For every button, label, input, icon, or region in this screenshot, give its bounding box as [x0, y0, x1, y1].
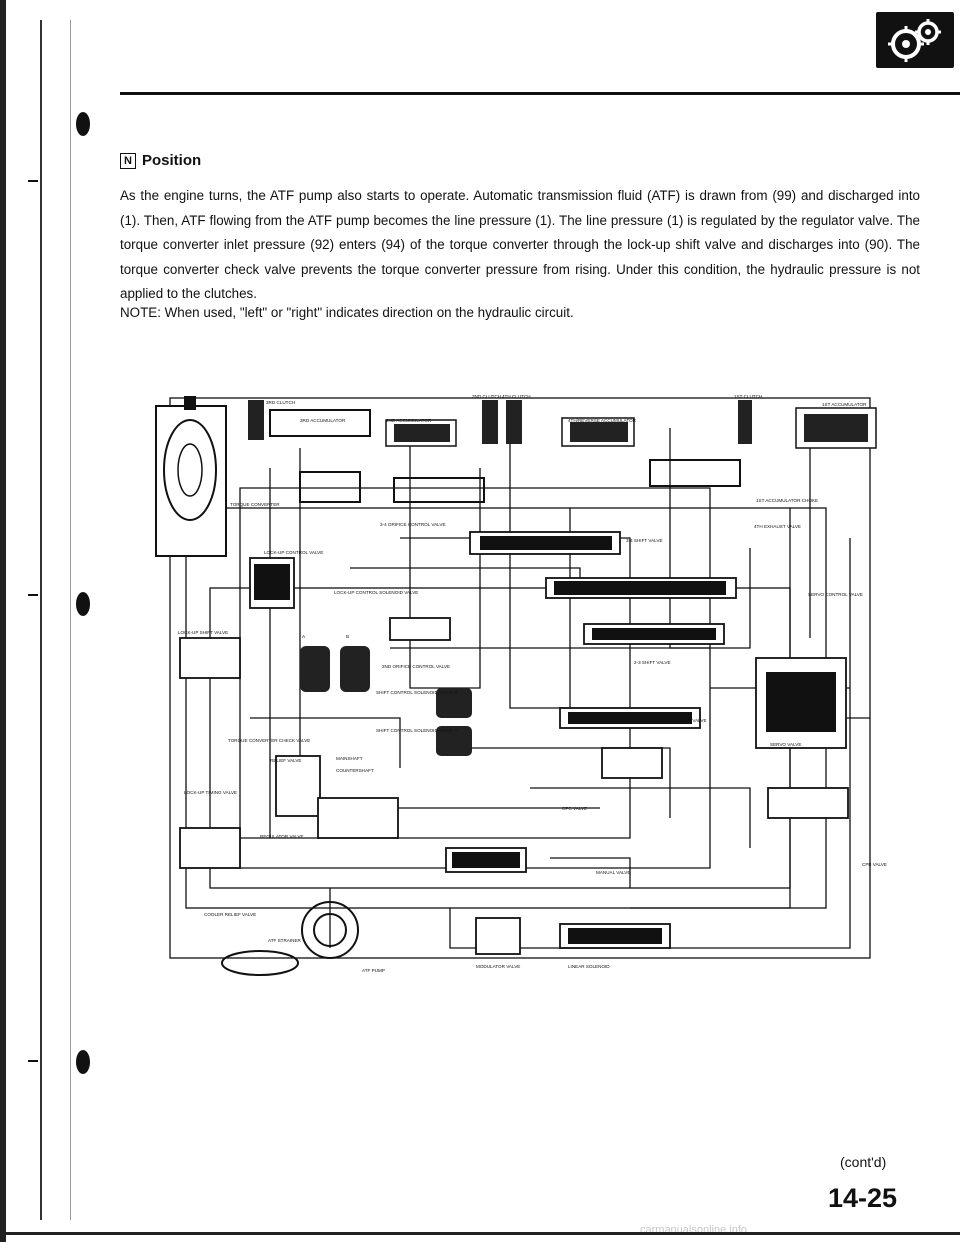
label-2nd-accumulator: 2ND ACCUMULATOR — [386, 418, 432, 423]
section-title: Position — [142, 152, 202, 169]
section-heading: N Position — [120, 152, 201, 169]
label-4th-exhaust-valve: 4TH EXHAUST VALVE — [754, 524, 801, 529]
label-1st-accumulator: 1ST ACCUMULATOR — [822, 402, 867, 407]
position-letter-box: N — [120, 152, 136, 169]
label-manual-valve: MANUAL VALVE — [596, 870, 630, 875]
label-atf-pump: ATF PUMP — [362, 968, 385, 973]
header-rule — [120, 92, 960, 95]
page-number: 14-25 — [828, 1183, 898, 1213]
bottom-rule — [0, 1232, 960, 1235]
label-3-4-shift-valve: 3-4 SHIFT VALVE — [626, 538, 663, 543]
label-lockup-control-solenoid: LOCK-UP CONTROL SOLENOID VALVE — [334, 590, 418, 595]
label-3-4-orifice-control-valve: 3-4 ORIFICE CONTROL VALVE — [380, 522, 446, 527]
margin-tick — [28, 180, 38, 182]
label-atf-strainer: ATF STRAINER — [268, 938, 302, 943]
label-countershaft: COUNTERSHAFT — [336, 768, 374, 773]
label-1st-clutch: 1ST CLUTCH — [734, 394, 762, 399]
label-servo-control-valve: SERVO CONTROL VALVE — [808, 592, 863, 597]
label-4th-reverse-accumulator: 4TH/REVERSE ACCUMULATOR — [568, 418, 637, 423]
margin-bullet — [76, 112, 90, 136]
label-torque-converter: TORQUE CONVERTER — [230, 502, 280, 507]
label-linear-solenoid: LINEAR SOLENOID — [568, 964, 610, 969]
label-mainshaft: MAINSHAFT — [336, 756, 363, 761]
label-cpb-valve: CPB VALVE — [862, 862, 887, 867]
transmission-logo-icon — [876, 12, 954, 68]
label-4th-clutch: 4TH CLUTCH — [502, 394, 531, 399]
binding-edge — [0, 0, 6, 1242]
label-cpc-valve: CPC VALVE — [562, 806, 587, 811]
margin-tick — [28, 1060, 38, 1062]
margin-tick — [28, 594, 38, 596]
label-regulator-valve: REGULATOR VALVE — [260, 834, 304, 839]
label-3rd-accumulator: 3RD ACCUMULATOR — [300, 418, 346, 423]
margin-rule — [40, 20, 42, 1220]
label-3rd-clutch: 3RD CLUTCH — [266, 400, 295, 405]
label-lockup-timing-valve: LOCK-UP TIMING VALVE — [184, 790, 237, 795]
label-1st-accumulator-choke: 1ST ACCUMULATOR CHOKE — [756, 498, 818, 503]
label-1-2-shift-valve: 1-2 SHIFT VALVE — [670, 718, 707, 723]
torque-converter-symbol — [155, 396, 227, 557]
hydraulic-circuit-diagram: 3RD CLUTCH 3RD ACCUMULATOR 2ND ACCUMULAT… — [155, 394, 887, 976]
label-2nd-orifice-control-valve: 2ND ORIFICE CONTROL VALVE — [382, 664, 450, 669]
label-lockup-control-valve: LOCK-UP CONTROL VALVE — [264, 550, 323, 555]
continued-label: (cont'd) — [840, 1154, 887, 1170]
label-relief-valve: RELIEF VALVE — [270, 758, 302, 763]
margin-bullet — [76, 592, 90, 616]
label-2-3-shift-valve: 2-3 SHIFT VALVE — [634, 660, 671, 665]
label-2nd-clutch: 2ND CLUTCH — [472, 394, 501, 399]
label-modulator-valve: MODULATOR VALVE — [476, 964, 520, 969]
margin-bullet — [76, 1050, 90, 1074]
label-servo-valve: SERVO VALVE — [770, 742, 801, 747]
label-marker-b: B — [346, 634, 349, 639]
label-tc-check-valve: TORQUE CONVERTER CHECK VALVE — [228, 738, 310, 743]
label-shift-solenoid-a: SHIFT CONTROL SOLENOID VALVE A — [376, 728, 458, 733]
body-paragraph: As the engine turns, the ATF pump also s… — [120, 188, 920, 301]
margin-rule-inner — [70, 20, 71, 1220]
label-shift-solenoid-b: SHIFT CONTROL SOLENOID VALVE B — [376, 690, 458, 695]
label-lockup-shift-valve: LOCK-UP SHIFT VALVE — [178, 630, 228, 635]
label-marker-a: A — [302, 634, 306, 639]
note-text: NOTE: When used, "left" or "right" indic… — [120, 305, 574, 320]
label-cooler-relief-valve: COOLER RELIEF VALVE — [204, 912, 256, 917]
